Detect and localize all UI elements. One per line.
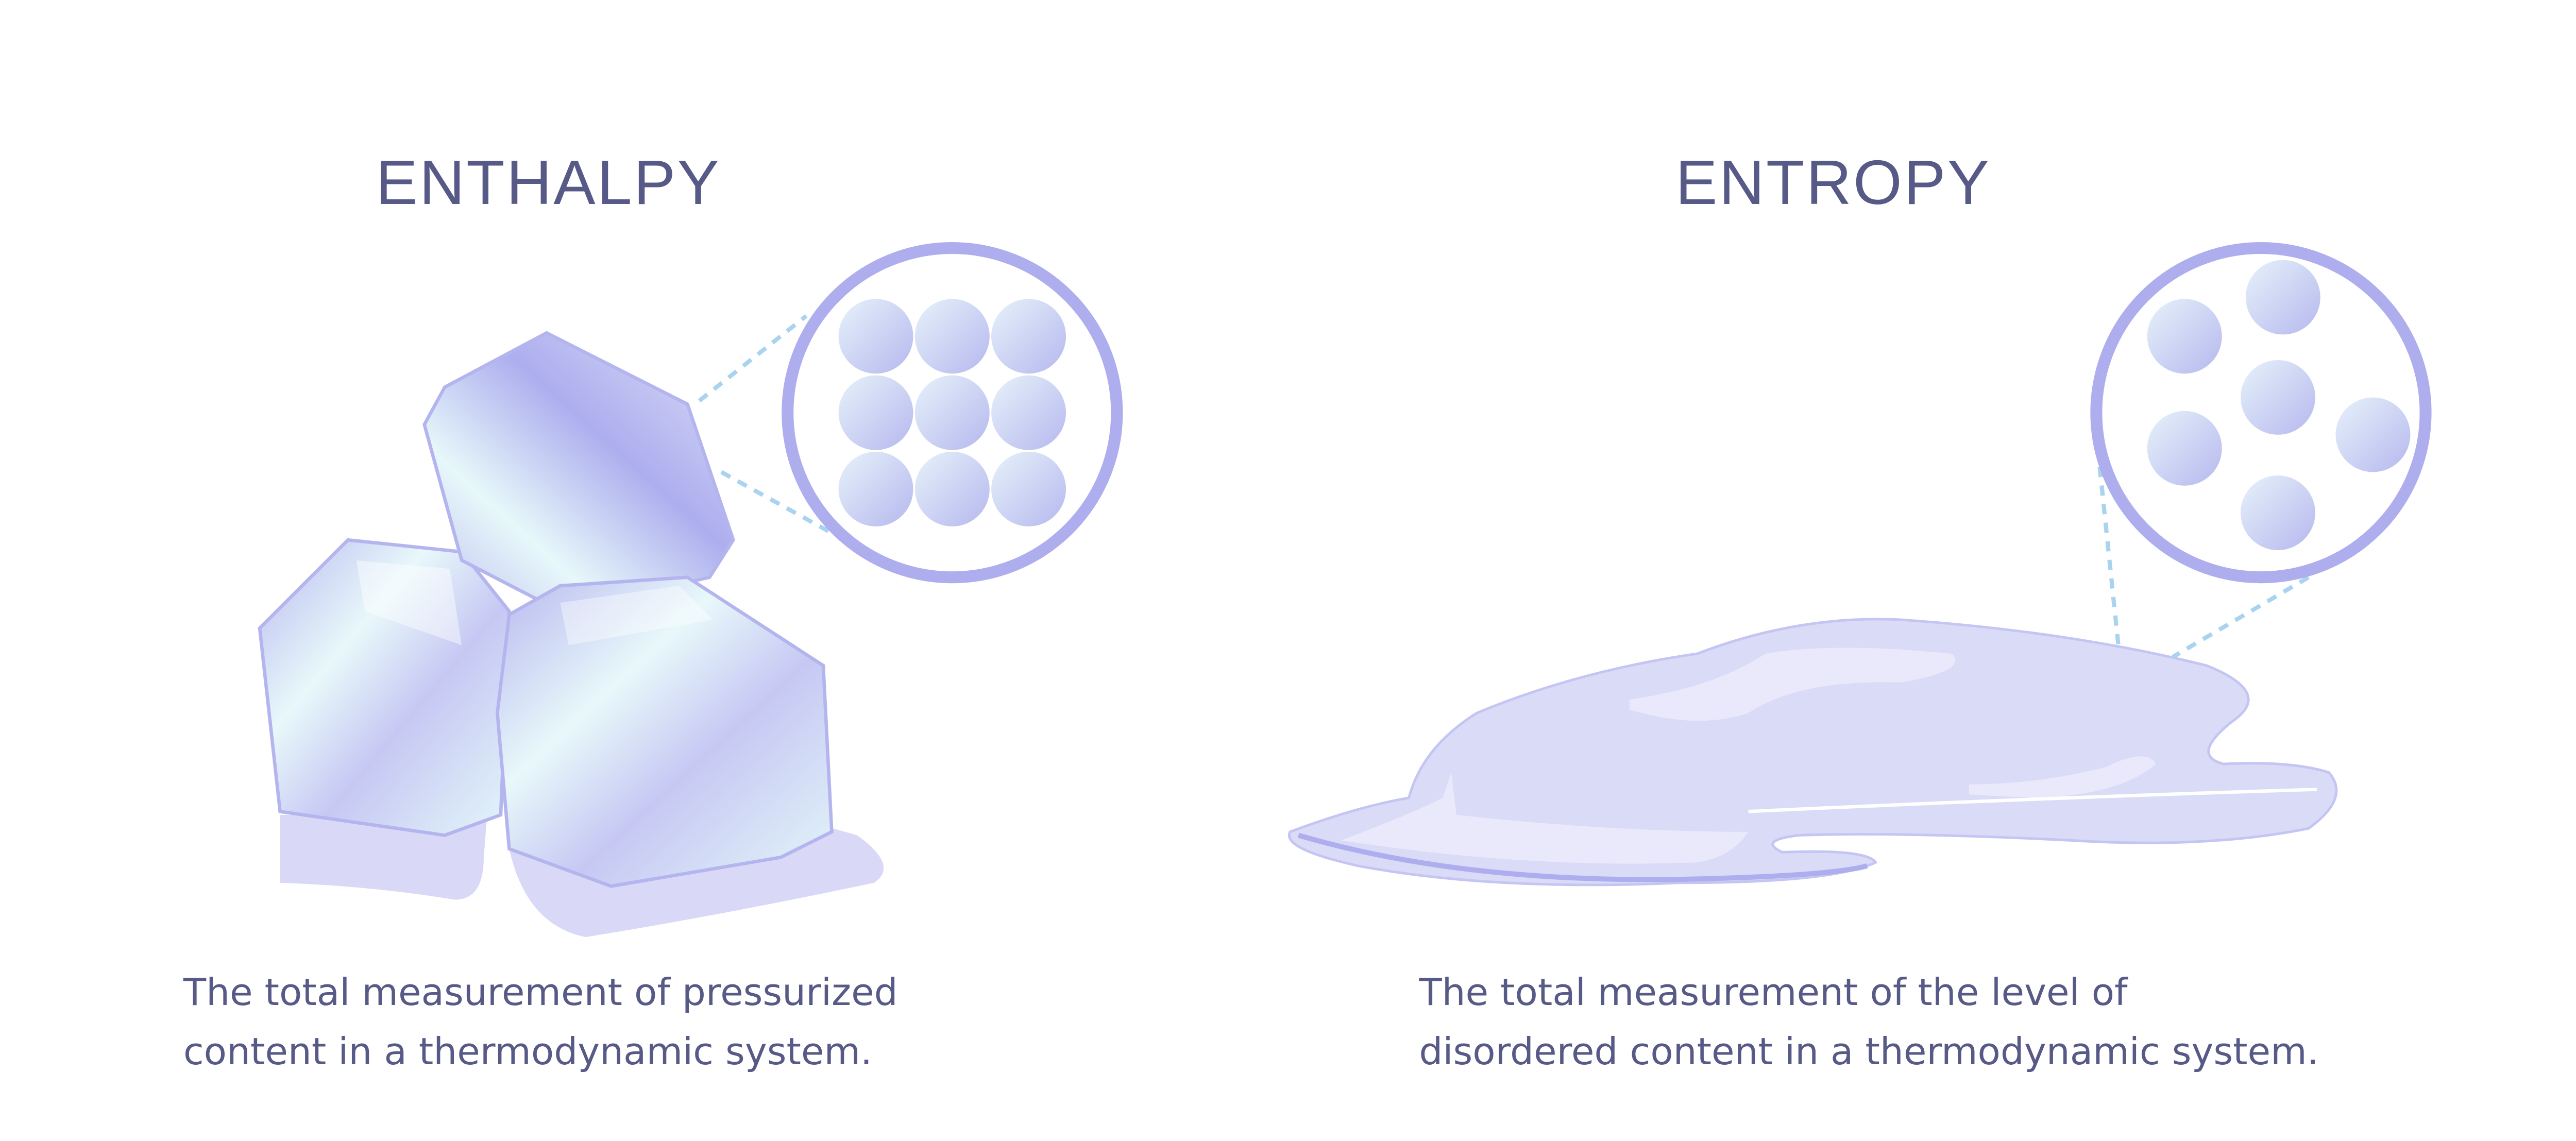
ice-cube — [496, 575, 834, 888]
enthalpy-magnifier — [698, 242, 1123, 584]
puddle-illustration — [1287, 618, 2338, 887]
ordered-molecules — [838, 299, 1066, 526]
entropy-description-line-2: disordered content in a thermodynamic sy… — [1419, 1030, 2318, 1074]
melt-shadow — [280, 814, 487, 900]
ice-cubes-illustration — [258, 331, 884, 938]
enthalpy-description-line-2: content in a thermodynamic system. — [183, 1030, 872, 1074]
entropy-magnifier — [2090, 242, 2432, 659]
enthalpy-title: ENTHALPY — [376, 147, 721, 217]
entropy-title: ENTROPY — [1675, 147, 1991, 217]
disordered-molecules — [2147, 260, 2411, 550]
entropy-description-line-1: The total measurement of the level of — [1418, 971, 2128, 1014]
enthalpy-description-line-1: The total measurement of pressurized — [183, 971, 898, 1014]
